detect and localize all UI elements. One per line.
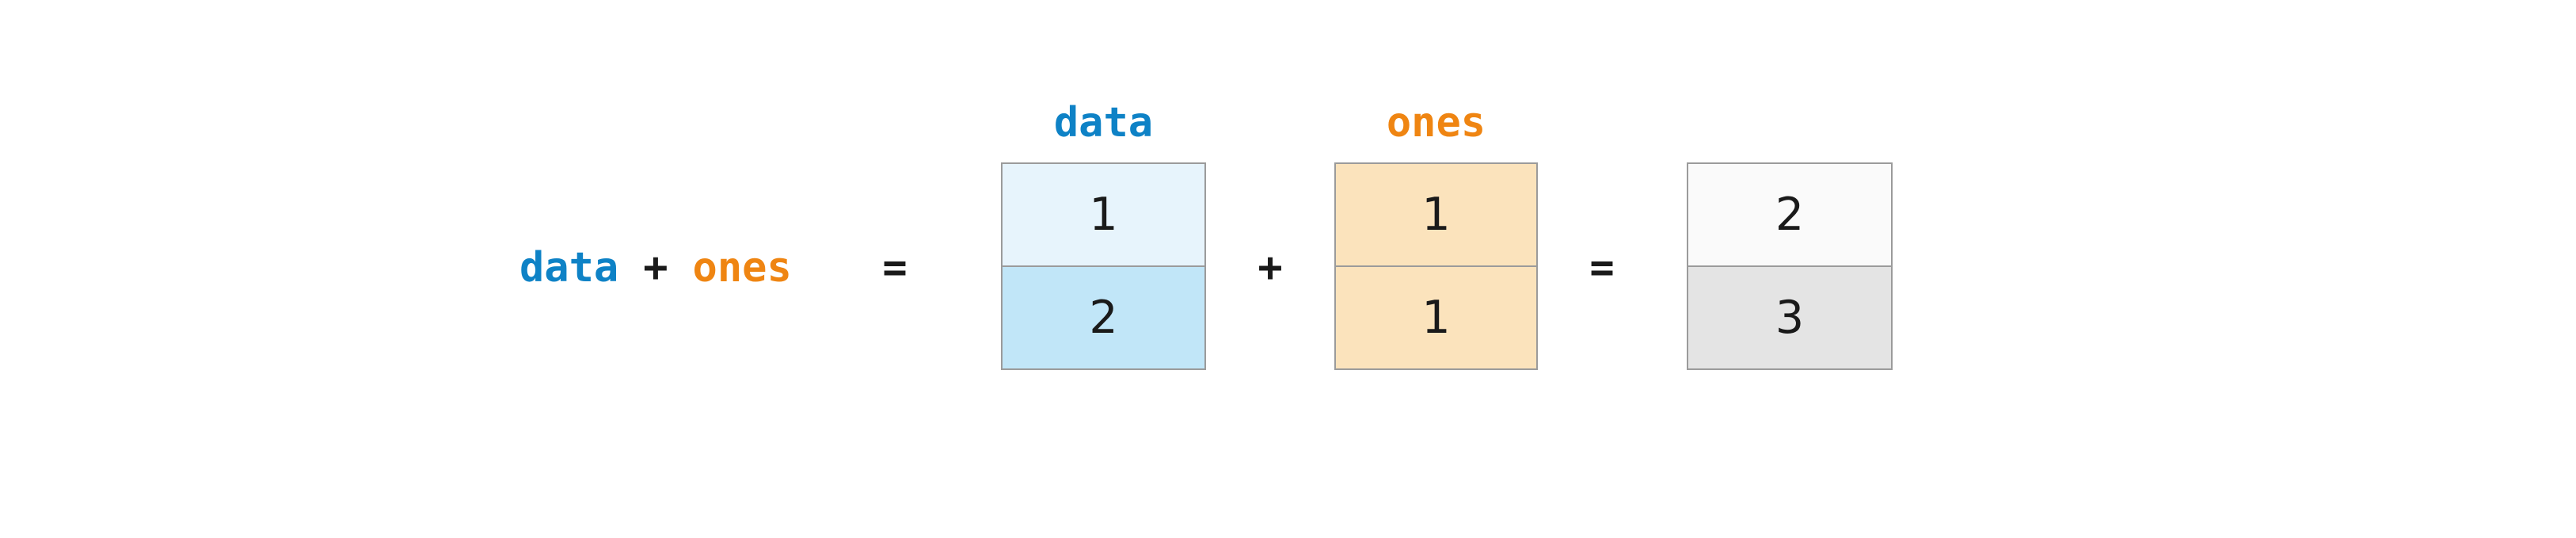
plus-sign: +	[1258, 244, 1283, 292]
expression-data-term: data	[519, 244, 619, 292]
result-cell-0: 2	[1688, 164, 1891, 265]
expression: data + ones	[519, 247, 792, 288]
data-array-box: 1 2	[1001, 162, 1206, 370]
result-cell-1: 3	[1688, 265, 1891, 368]
ones-column-label: ones	[1386, 99, 1486, 147]
expression-ones-term: ones	[692, 244, 792, 292]
ones-cell-0: 1	[1336, 164, 1536, 265]
expression-plus-operator: +	[643, 244, 668, 292]
ones-cell-1: 1	[1336, 265, 1536, 368]
data-column-label: data	[1053, 99, 1154, 147]
equals-sign-2: =	[1589, 244, 1615, 292]
equals-sign-1: =	[882, 244, 907, 292]
data-cell-1: 2	[1003, 265, 1204, 368]
ones-array-box: 1 1	[1334, 162, 1538, 370]
result-array-box: 2 3	[1687, 162, 1893, 370]
data-cell-0: 1	[1003, 164, 1204, 265]
